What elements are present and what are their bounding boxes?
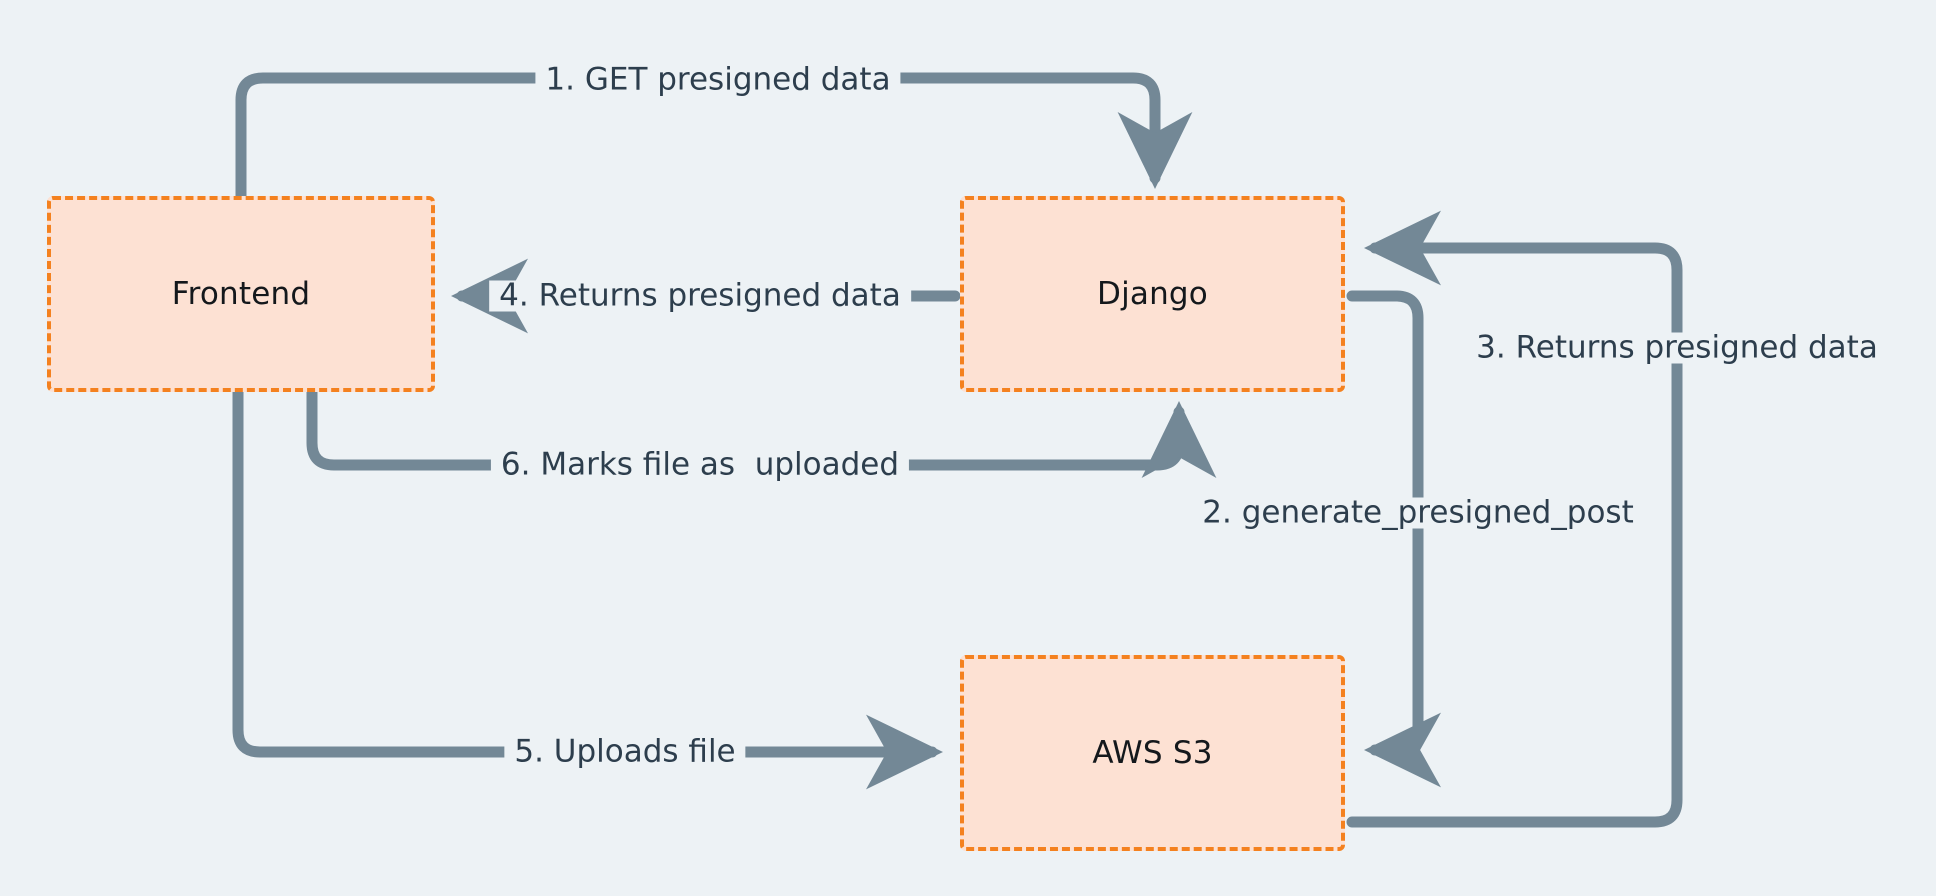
node-frontend-label: Frontend xyxy=(171,276,311,312)
edge-label-4: 4. Returns presigned data xyxy=(489,280,911,312)
edge-3-path xyxy=(1346,210,1683,828)
edge-label-3: 3. Returns presigned data xyxy=(1466,332,1888,364)
edge-label-2: 2. generate_presigned_post xyxy=(1192,497,1644,529)
node-django[interactable]: Django xyxy=(960,196,1345,392)
node-aws-s3-label: AWS S3 xyxy=(1092,735,1213,771)
node-aws-s3[interactable]: AWS S3 xyxy=(960,655,1345,851)
node-frontend[interactable]: Frontend xyxy=(47,196,435,392)
node-django-label: Django xyxy=(1097,276,1208,312)
edge-label-5: 5. Uploads file xyxy=(504,736,746,768)
edge-label-6: 6. Marks file as uploaded xyxy=(490,449,910,481)
edge-5-path xyxy=(232,386,944,790)
edge-label-1: 1. GET presigned data xyxy=(535,64,901,96)
